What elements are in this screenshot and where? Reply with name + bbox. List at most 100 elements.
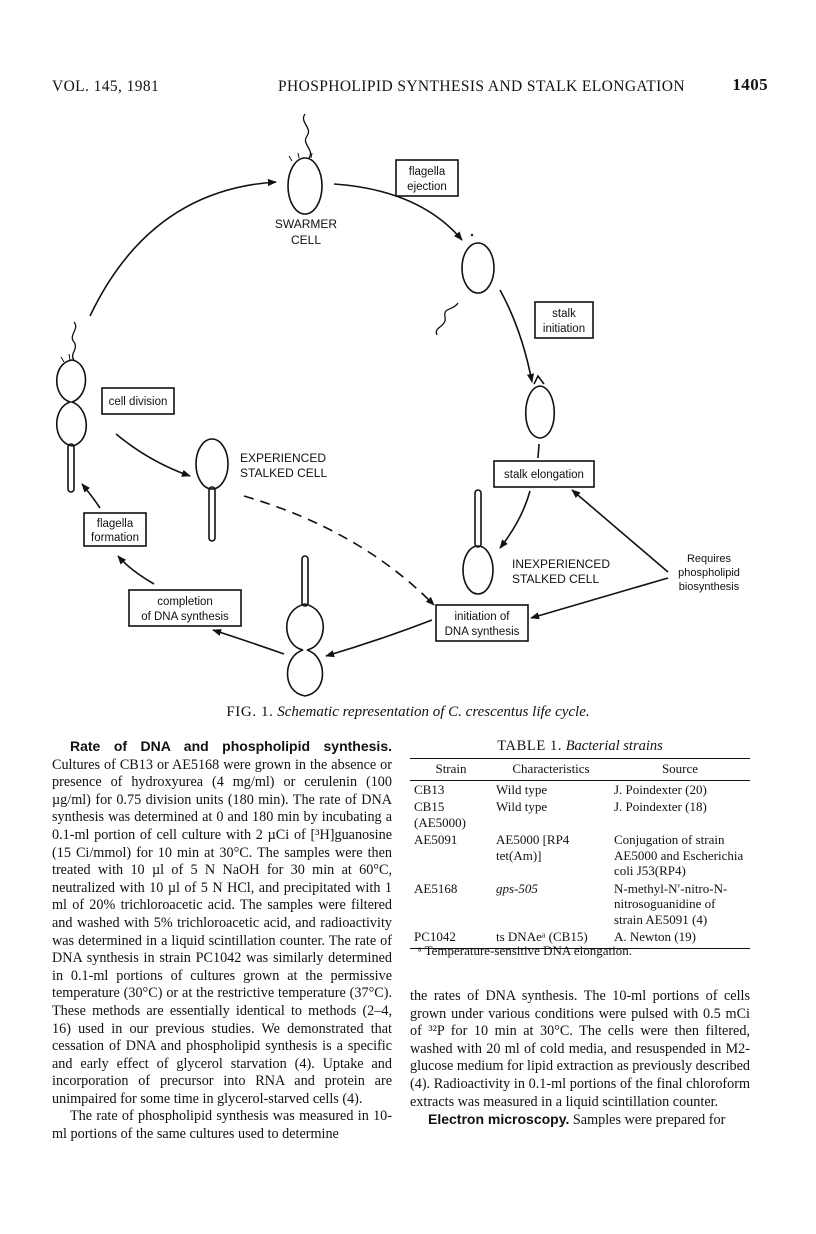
arrow-requires-to-elongation [571,489,669,573]
cell-source: J. Poindexter (20) [614,781,707,797]
cell-strain: CB15 (AE5000) [414,799,466,830]
box-flagella-formation [83,512,147,547]
paragraph-electron-microscopy: Electron microscopy. Samples were prepar… [410,1111,750,1130]
box-flagella-ejection [395,159,459,197]
label-swarmer-line2: CELL [291,233,321,247]
life-cycle-figure: flagella ejection stalk initiation cell … [56,113,740,697]
arrow-initiation-to-predivisional [325,619,433,658]
dividing-cell-stalk [67,443,75,493]
running-header: VOL. 145, 1981 PHOSPHOLIPID SYNTHESIS AN… [52,75,768,100]
box-completion-line2: of DNA synthesis [141,611,229,623]
arrow-swarmer-to-ejection [333,183,463,241]
arrow-experienced-to-initiation [243,495,435,606]
arrow-completion-to-flagella-formation [117,555,155,585]
inexperienced-cell [462,545,494,595]
table-row: CB13 Wild type J. Poindexter (20) [410,780,750,798]
box-completion [128,589,242,627]
table-row: AE5168 gps-505 N-methyl-N′-nitro-N-nitro… [410,880,750,929]
swarmer-cell [287,157,323,215]
right-column: the rates of DNA synthesis. The 10-ml po… [410,988,750,1130]
paragraph-electron-microscopy-body: Samples were prepared for [569,1112,726,1129]
label-inexperienced-line2: STALKED CELL [512,572,599,586]
cell-strain: PC1042 [410,928,492,949]
swarmer-flagellum [302,113,312,159]
dividing-cell-flagellum [71,321,77,361]
box-flagella-formation-line2: formation [91,532,139,544]
swarmer-pili [288,152,313,162]
arrow-elongation-to-inexperienced [499,490,531,549]
box-initiation-line1: initiation of [455,611,511,623]
paragraph-phospholipid-rate: The rate of phospholipid synthesis was m… [52,1108,392,1143]
cell-characteristics: gps-505 [496,880,538,896]
box-cell-division-text: cell division [109,396,168,408]
table-footnote: ᵃ Temperature-sensitive DNA elongation. [418,943,632,958]
cell-strain: AE5168 [414,880,458,896]
cell-characteristics: AE5000 [RP4 tet(Am)] [496,832,570,863]
table-label: TABLE 1. [497,738,563,754]
table-row: PC1042 ts DNAeᵃ (CB15) A. Newton (19) [410,928,750,949]
cell-source: Conjugation of strain AE5000 and Escheri… [614,832,744,878]
cell-source: N-methyl-N′-nitro-N-nitrosoguanidine of … [614,880,728,927]
bacterial-strains-table: Strain Characteristics Source CB13 Wild … [410,758,750,949]
cell-source: A. Newton (19) [610,928,750,949]
arrow-cell-division-to-swarmer [89,178,277,317]
page-number: 1405 [732,75,768,94]
cell-strain: CB13 [414,781,445,797]
label-requires-line2: phospholipid [678,567,740,579]
arrow-predivisional-to-completion [212,629,285,655]
cell-characteristics: ts DNAeᵃ (CB15) [492,928,610,949]
shed-flagellum [435,302,459,336]
table-row: AE5091 AE5000 [RP4 tet(Am)] Conjugation … [410,831,750,880]
box-initiation-line2: DNA synthesis [445,626,520,638]
label-experienced-line2: STALKED CELL [240,466,327,480]
table-row: CB15 (AE5000) Wild type J. Poindexter (1… [410,798,750,831]
predivisional-stalk [301,555,309,607]
col-header-characteristics: Characteristics [492,758,610,781]
label-swarmer-line1: SWARMER [275,217,338,231]
dividing-cell [56,359,87,447]
running-title: PHOSPHOLIPID SYNTHESIS AND STALK ELONGAT… [278,78,685,95]
box-stalk-initiation-line1: stalk [552,308,576,320]
arrow-requires-to-initiation [530,577,669,620]
stalk-stub [537,443,540,459]
section-heading-electron-microscopy: Electron microscopy. [428,1111,570,1128]
label-requires-line3: biosynthesis [679,581,740,593]
figure-caption-text: Schematic representation of C. crescentu… [277,704,590,720]
stalk-initiating-cell [524,374,556,439]
box-initiation [435,604,529,642]
label-experienced-line1: EXPERIENCED [240,451,326,465]
box-stalk-elongation [493,460,595,488]
arrow-cell-division-to-experienced [115,433,191,477]
table-title: TABLE 1. Bacterial strains [410,738,750,755]
box-flagella-ejection-line1: flagella [409,166,446,178]
label-requires-line1: Requires [687,553,732,565]
left-column: Rate of DNA and phospholipid synthesis. … [52,738,392,1144]
label-inexperienced-line1: INEXPERIENCED [512,557,610,571]
box-flagella-ejection-line2: ejection [407,181,447,193]
experienced-cell [195,438,229,490]
cell-strain: AE5091 [414,832,458,847]
arrow-formation-to-dividing-cell [81,483,101,509]
box-flagella-formation-line1: flagella [97,518,134,530]
paragraph-dna-rate: Rate of DNA and phospholipid synthesis. … [52,738,392,1108]
ejection-dot [470,233,474,237]
col-header-source: Source [610,758,750,781]
volume-label: VOL. 145, 1981 [52,78,160,95]
inexperienced-stalk [474,489,482,548]
box-stalk-initiation-line2: initiation [543,323,585,335]
box-cell-division [101,387,175,415]
section-heading-dna-rate: Rate of DNA and phospholipid synthesis. [70,738,392,754]
paragraph-dna-rate-body: Cultures of CB13 or AE5168 were grown in… [52,756,392,1107]
box-stalk-elongation-text: stalk elongation [504,469,584,481]
cell-characteristics: Wild type [496,781,548,797]
arrow-ejection-to-stalk-initiation [499,289,535,383]
table-header-row: Strain Characteristics Source [410,758,750,781]
figure-caption-label: FIG. 1. [226,704,274,720]
box-stalk-initiation [534,301,594,339]
ejected-cell [461,242,495,294]
box-completion-line1: completion [157,596,213,608]
table-title-text: Bacterial strains [565,738,663,754]
cell-source: J. Poindexter (18) [614,799,707,814]
cell-characteristics: Wild type [496,799,548,814]
col-header-strain: Strain [410,758,492,781]
